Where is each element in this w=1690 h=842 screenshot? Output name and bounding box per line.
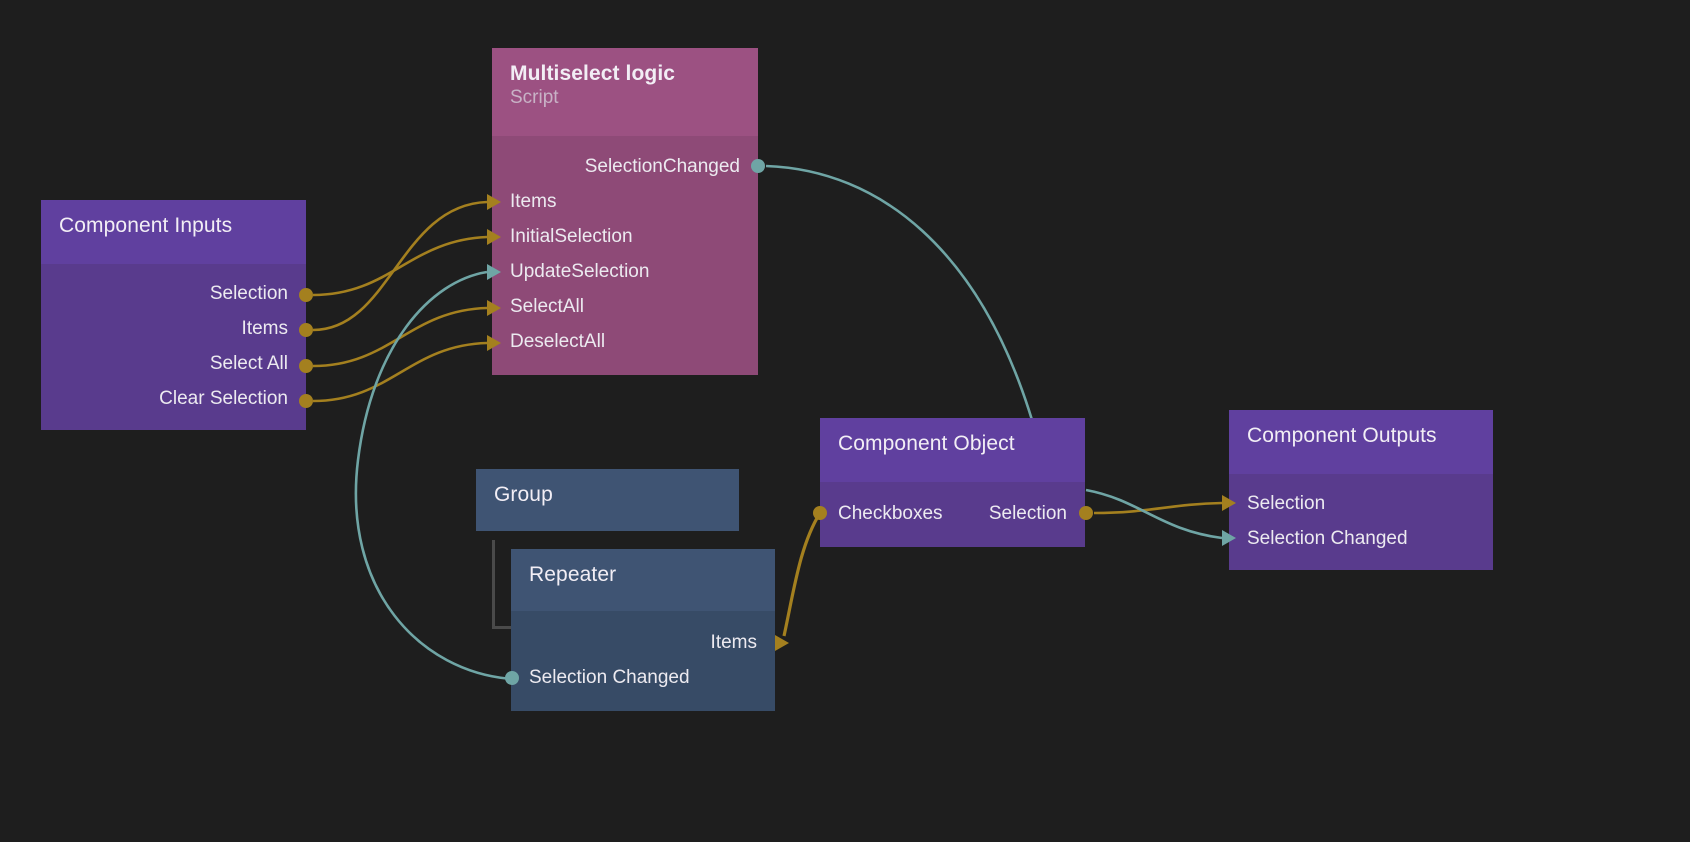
node-header-repeater: Repeater	[511, 549, 775, 611]
port-row-selectall[interactable]: SelectAll	[492, 289, 758, 324]
port-row-updateselection[interactable]: UpdateSelection	[492, 254, 758, 289]
port-arrow-repeater-items[interactable]	[775, 635, 789, 651]
node-body-component-object: Checkboxes Selection	[820, 482, 1085, 547]
port-dot-inputs-items[interactable]	[299, 323, 313, 337]
node-component-inputs[interactable]: Component Inputs Selection Items Select …	[41, 200, 306, 430]
port-row-outputs-selection-changed[interactable]: Selection Changed	[1229, 521, 1493, 556]
port-arrow-items[interactable]	[487, 194, 501, 210]
wire-componentobject-to-output-selectionchanged	[1085, 488, 1223, 540]
port-label-selection: Selection	[988, 503, 1067, 524]
port-dot-repeater-selection-changed[interactable]	[505, 671, 519, 685]
wire-selection-to-initialselection	[312, 235, 488, 297]
node-body-multiselect-logic: SelectionChanged Items InitialSelection …	[492, 136, 758, 375]
node-repeater[interactable]: Repeater Items Selection Changed	[511, 549, 775, 711]
node-title: Repeater	[529, 563, 617, 586]
port-arrow-deselectall[interactable]	[487, 335, 501, 351]
port-dot-componentobject-selection[interactable]	[1079, 506, 1093, 520]
wire-items-to-items	[312, 200, 488, 332]
port-row-initialselection[interactable]: InitialSelection	[492, 219, 758, 254]
node-header-component-outputs: Component Outputs	[1229, 410, 1493, 474]
port-label: Items	[510, 191, 557, 212]
port-row-items[interactable]: Items	[492, 184, 758, 219]
port-label: Selection Changed	[1247, 528, 1408, 549]
port-label: Clear Selection	[159, 388, 288, 409]
node-title: Group	[494, 483, 553, 506]
port-label: InitialSelection	[510, 226, 633, 247]
port-dot-selectionchanged[interactable]	[751, 159, 765, 173]
port-row-deselectall[interactable]: DeselectAll	[492, 324, 758, 359]
node-header-group: Group	[476, 469, 739, 531]
node-subtitle: Script	[510, 86, 559, 108]
port-row-repeater-selection-changed[interactable]: Selection Changed	[511, 660, 775, 695]
node-title: Component Inputs	[59, 214, 233, 237]
node-multiselect-logic[interactable]: Multiselect logic Script SelectionChange…	[492, 48, 758, 375]
node-body-component-inputs: Selection Items Select All Clear Selecti…	[41, 264, 306, 430]
port-row-items[interactable]: Items	[41, 311, 306, 346]
node-title: Component Object	[838, 432, 1015, 455]
port-label-checkboxes: Checkboxes	[838, 503, 943, 524]
port-arrow-updateselection[interactable]	[487, 264, 501, 280]
port-label: Items	[710, 632, 757, 653]
wire-checkboxes-to-repeater-items	[782, 512, 822, 637]
port-label: Items	[241, 318, 288, 339]
port-dot-inputs-clear-selection[interactable]	[299, 394, 313, 408]
port-row-selection[interactable]: Selection	[41, 276, 306, 311]
port-row-outputs-selection[interactable]: Selection	[1229, 486, 1493, 521]
node-component-object[interactable]: Component Object Checkboxes Selection	[820, 418, 1085, 547]
node-title: Component Outputs	[1247, 424, 1437, 447]
node-header-component-object: Component Object	[820, 418, 1085, 482]
port-label: SelectionChanged	[584, 156, 740, 177]
port-arrow-initialselection[interactable]	[487, 229, 501, 245]
node-title: Multiselect logic	[510, 62, 676, 85]
port-row-repeater-items[interactable]: Items	[511, 625, 775, 660]
wire-componentobject-selection-to-output-selection	[1093, 501, 1223, 515]
port-label: Selection	[1247, 493, 1326, 514]
port-label: UpdateSelection	[510, 261, 650, 282]
node-header-multiselect-logic: Multiselect logic Script	[492, 48, 758, 136]
node-header-component-inputs: Component Inputs	[41, 200, 306, 264]
node-body-repeater: Items Selection Changed	[511, 611, 775, 711]
port-row-componentobject-ports[interactable]: Checkboxes Selection	[820, 496, 1085, 531]
port-label: Selection	[209, 283, 288, 304]
port-row-select-all[interactable]: Select All	[41, 346, 306, 381]
port-arrow-outputs-selection-changed[interactable]	[1222, 530, 1236, 546]
port-label: DeselectAll	[510, 331, 606, 352]
port-dot-inputs-selection[interactable]	[299, 288, 313, 302]
wire-selectionchanged-to-componentobject	[765, 164, 1034, 421]
port-row-selectionchanged[interactable]: SelectionChanged	[492, 149, 758, 184]
port-label: Select All	[209, 353, 288, 374]
node-group[interactable]: Group	[476, 469, 739, 531]
wire-clearselection-to-deselectall	[312, 341, 488, 403]
port-arrow-outputs-selection[interactable]	[1222, 495, 1236, 511]
port-row-clear-selection[interactable]: Clear Selection	[41, 381, 306, 416]
port-dot-componentobject-checkboxes[interactable]	[813, 506, 827, 520]
port-label: Selection Changed	[529, 667, 690, 688]
node-component-outputs[interactable]: Component Outputs Selection Selection Ch…	[1229, 410, 1493, 570]
port-label: SelectAll	[510, 296, 584, 317]
port-dot-inputs-select-all[interactable]	[299, 359, 313, 373]
node-body-component-outputs: Selection Selection Changed	[1229, 474, 1493, 570]
port-arrow-selectall[interactable]	[487, 300, 501, 316]
wire-selectall-to-selectall	[312, 306, 488, 368]
